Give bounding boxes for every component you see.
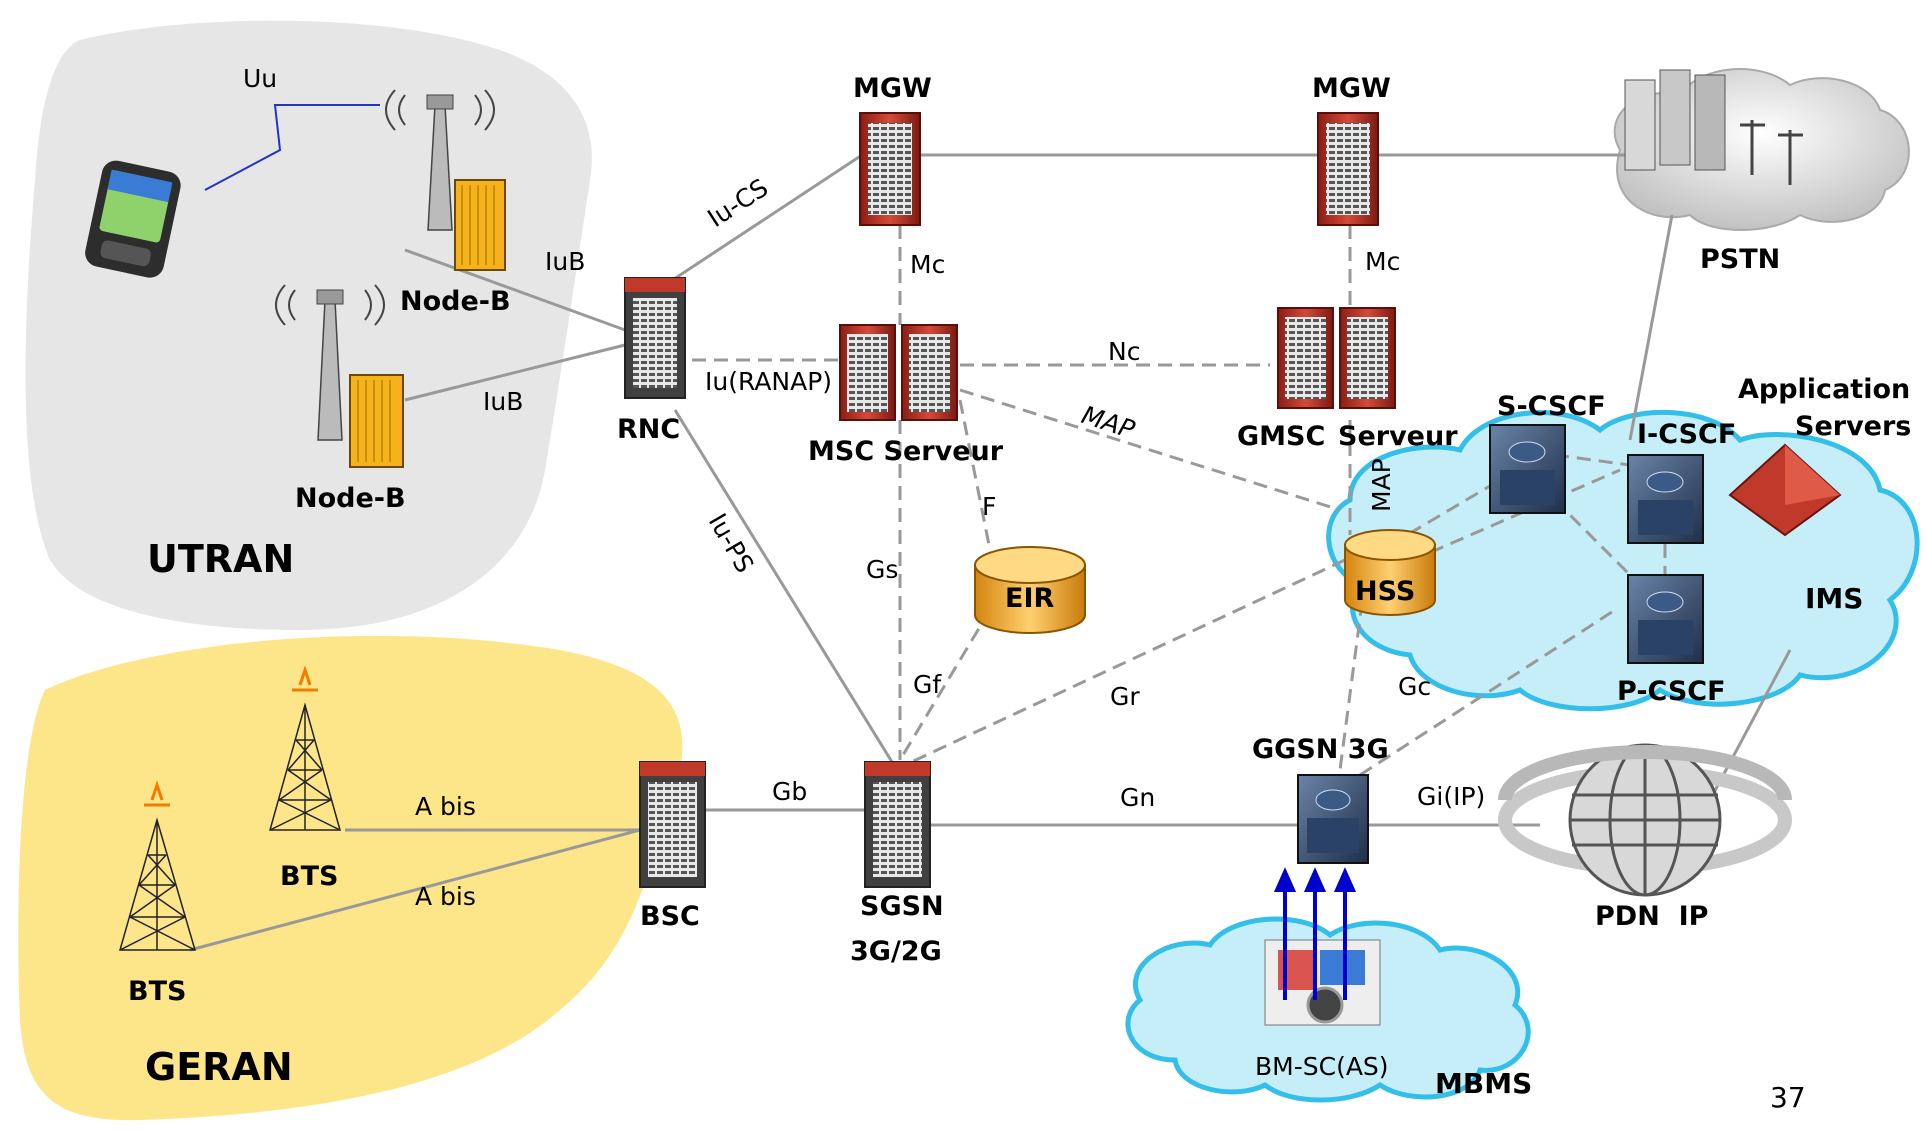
gr-interface-label: Gr (1110, 682, 1140, 711)
gs-interface-label: Gs (866, 555, 898, 584)
hss-database-icon (1344, 529, 1436, 616)
i-cscf-label: I-CSCF (1637, 419, 1736, 450)
node-b-1-label: Node-B (400, 286, 511, 317)
gmsc-label: GMSC (1237, 421, 1325, 452)
eir-label: EIR (1005, 583, 1054, 614)
pdn-globe-icon (1498, 743, 1792, 897)
mgw-2-label: MGW (1312, 73, 1391, 104)
pstn-cloud (1613, 68, 1910, 231)
pstn-switch-icon (1624, 69, 1803, 185)
hss-label: HSS (1355, 576, 1415, 607)
application-server-icon (1728, 443, 1842, 537)
node-b-2-label: Node-B (295, 483, 406, 514)
i-cscf-router-icon (1627, 454, 1704, 544)
mc-1-interface-label: Mc (910, 250, 945, 279)
abis-2-interface-label: A bis (415, 882, 476, 911)
iu-ps-interface-label: Iu-PS (703, 509, 760, 578)
ggsn-router-icon (1297, 774, 1369, 864)
gmsc-serveur-icon (1277, 307, 1396, 409)
mgw-1-icon (859, 112, 921, 226)
iub-1-interface-label: IuB (545, 247, 585, 276)
p-cscf-router-icon (1627, 574, 1704, 664)
f-interface-label: F (982, 492, 996, 521)
msc-serveur-label: MSC Serveur (808, 436, 1004, 467)
page-number: 37 (1770, 1081, 1806, 1114)
bm-sc-icon (1264, 939, 1381, 1026)
iu-ranap-interface-label: Iu(RANAP) (705, 367, 832, 396)
bts-2-label: BTS (128, 976, 186, 1007)
dashed-links (670, 225, 1667, 777)
bts-tower-1-icon (269, 665, 341, 831)
mbms-label: MBMS (1435, 1067, 1532, 1100)
mobile-phone-icon (85, 160, 181, 278)
bts-tower-2-icon (119, 780, 197, 951)
iub-2-interface-label: IuB (483, 387, 523, 416)
map-2-interface-label: MAP (1367, 458, 1396, 512)
ggsn-label: GGSN 3G (1252, 734, 1389, 765)
bts-1-label: BTS (280, 861, 338, 892)
geran-label: GERAN (145, 1045, 293, 1089)
gmsc-serveur-label: Serveur (1338, 421, 1458, 452)
ims-label: IMS (1805, 582, 1863, 615)
application-servers-label-1: Application (1738, 374, 1910, 405)
gb-interface-label: Gb (772, 777, 807, 806)
mbms-arrows (1273, 867, 1357, 1000)
rnc-router-icon (624, 277, 686, 399)
utran-region (25, 20, 592, 631)
pstn-label: PSTN (1700, 244, 1780, 275)
application-servers-label-2: Servers (1795, 411, 1911, 442)
iu-cs-interface-label: Iu-CS (702, 173, 773, 233)
gn-interface-label: Gn (1120, 783, 1155, 812)
uu-radio-link (204, 104, 380, 191)
gf-interface-label: Gf (913, 670, 942, 699)
node-b-2-icon (275, 284, 404, 468)
s-cscf-router-icon (1489, 424, 1566, 514)
eir-database-icon (974, 546, 1086, 634)
mgw-1-label: MGW (853, 73, 932, 104)
msc-serveur-icon (839, 324, 958, 421)
node-b-1-icon (385, 89, 506, 271)
sgsn-label-1: SGSN (860, 891, 944, 922)
gi-interface-label: Gi(IP) (1417, 782, 1485, 811)
uu-interface-label: Uu (243, 64, 277, 93)
utran-label: UTRAN (147, 537, 294, 581)
p-cscf-label: P-CSCF (1617, 676, 1726, 707)
pdn-ip-label: PDN IP (1595, 901, 1708, 932)
rnc-label: RNC (617, 414, 680, 445)
bsc-label: BSC (640, 901, 700, 932)
abis-1-interface-label: A bis (415, 792, 476, 821)
nc-interface-label: Nc (1108, 337, 1140, 366)
mc-2-interface-label: Mc (1365, 247, 1400, 276)
gc-interface-label: Gc (1398, 672, 1431, 701)
geran-region (18, 635, 683, 1121)
sgsn-router-icon (864, 761, 931, 888)
bsc-router-icon (639, 761, 706, 888)
mgw-2-icon (1317, 112, 1379, 226)
sgsn-label-2: 3G/2G (850, 936, 942, 967)
bm-sc-label: BM-SC(AS) (1255, 1052, 1389, 1081)
s-cscf-label: S-CSCF (1497, 391, 1606, 422)
